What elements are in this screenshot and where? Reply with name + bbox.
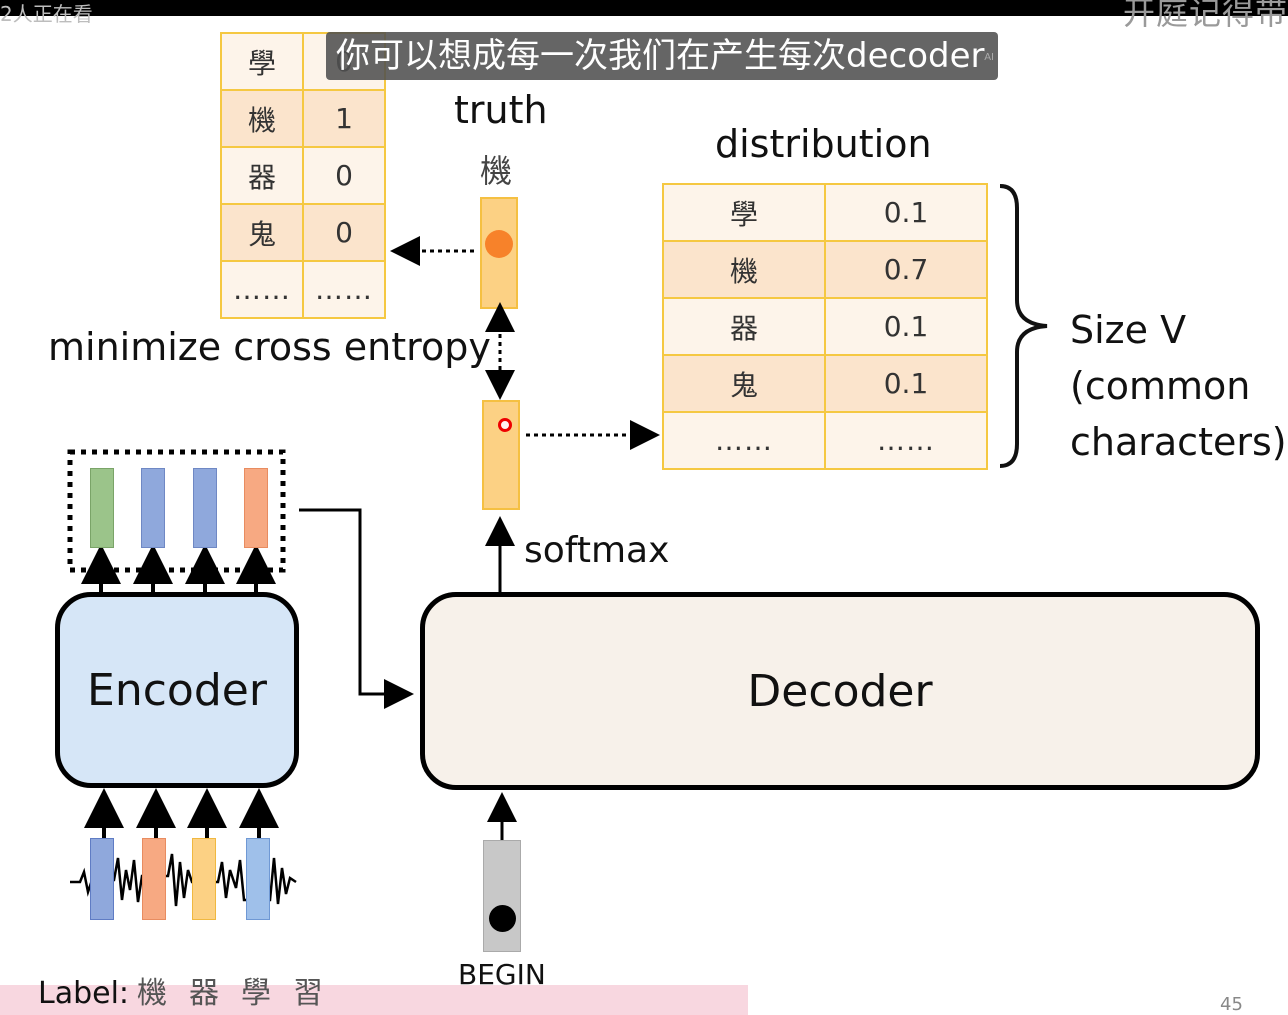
size-note: Size V (common characters): [1070, 302, 1287, 470]
encoder-output-vector: [244, 468, 268, 548]
begin-label: BEGIN: [458, 958, 546, 991]
label-sequence: Label: 機 器 學 習: [38, 968, 323, 1012]
table-row: …………: [662, 411, 988, 470]
truth-target-char: 機: [480, 152, 513, 190]
ai-subtitle-mark: AI: [984, 52, 994, 63]
right-brace-icon: [999, 184, 1048, 468]
viewer-count: 2人正在看: [0, 2, 93, 26]
gt-char: 機: [220, 89, 304, 148]
label-char: 習: [293, 976, 324, 1011]
begin-dot-icon: [489, 905, 516, 932]
dist-char: 器: [662, 297, 826, 356]
dist-char: 學: [662, 183, 826, 242]
one-hot-dot-icon: [485, 230, 513, 258]
gt-value: 0: [302, 146, 386, 205]
dist-char: 機: [662, 240, 826, 299]
video-top-bar: [0, 0, 1288, 16]
dist-value: 0.7: [824, 240, 988, 299]
truth-label: truth: [454, 88, 548, 132]
softmax-label: softmax: [524, 530, 670, 571]
page-number: 45: [1220, 994, 1243, 1015]
label-char: 學: [241, 976, 272, 1011]
dist-value: 0.1: [824, 297, 988, 356]
distribution-label: distribution: [715, 122, 932, 166]
encoder-block: Encoder: [55, 592, 299, 788]
dist-char: ……: [662, 411, 826, 470]
audio-waveform-icon: [70, 853, 297, 907]
decoder-block: Decoder: [420, 592, 1260, 790]
dist-char: 鬼: [662, 354, 826, 413]
gt-char: 學: [220, 32, 304, 91]
input-frame: [246, 838, 270, 920]
size-note-line: (common: [1070, 364, 1251, 408]
encoder-output-vector: [193, 468, 217, 548]
dist-value: 0.1: [824, 354, 988, 413]
dist-value: ……: [824, 411, 988, 470]
input-frame: [192, 838, 216, 920]
subtitle-caption: 你可以想成每一次我们在产生每次decoder AI: [326, 32, 998, 80]
gt-char: 鬼: [220, 203, 304, 262]
pink-wave-overlay: [0, 985, 748, 1015]
gt-value: 0: [302, 203, 386, 262]
top-right-caption: 开庭记得带: [1122, 0, 1288, 32]
size-note-line: Size V: [1070, 308, 1187, 352]
label-prefix: Label:: [38, 976, 130, 1011]
ground-truth-table: 學 0 機1 器0 鬼0 …………: [220, 32, 386, 319]
label-char: 器: [189, 976, 220, 1011]
decoder-label: Decoder: [747, 665, 933, 717]
size-note-line: characters): [1070, 420, 1287, 464]
loss-label: minimize cross entropy: [48, 325, 491, 369]
dist-value: 0.1: [824, 183, 988, 242]
input-frame: [90, 838, 114, 920]
pointer-highlight-icon: [498, 418, 512, 432]
gt-value: ……: [302, 260, 386, 319]
encoder-output-vector: [141, 468, 165, 548]
begin-token-vector: [483, 840, 521, 952]
gt-value: 1: [302, 89, 386, 148]
input-frame: [142, 838, 166, 920]
encoder-label: Encoder: [87, 664, 267, 716]
gt-char: ……: [220, 260, 304, 319]
gt-char: 器: [220, 146, 304, 205]
encoder-to-decoder-arrow: [299, 508, 414, 709]
table-row: …………: [220, 260, 386, 319]
output-distribution-vector: [482, 400, 520, 510]
label-char: 機: [137, 976, 168, 1011]
encoder-output-vector: [90, 468, 114, 548]
subtitle-text: 你可以想成每一次我们在产生每次decoder: [336, 36, 985, 76]
